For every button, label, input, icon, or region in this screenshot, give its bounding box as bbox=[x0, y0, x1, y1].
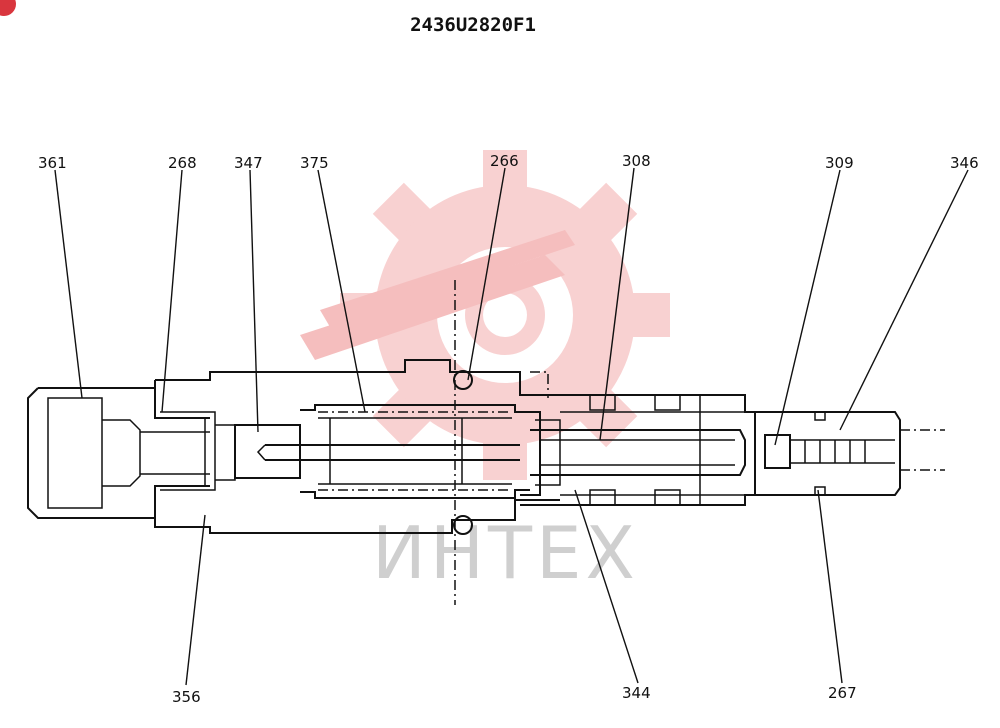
corner-badge bbox=[0, 0, 16, 16]
callout-268: 268 bbox=[168, 154, 197, 172]
watermark-logo bbox=[300, 150, 670, 480]
valve-body bbox=[27, 280, 945, 605]
callout-344: 344 bbox=[622, 684, 651, 702]
callout-267: 267 bbox=[828, 684, 857, 702]
callout-266: 266 bbox=[490, 152, 519, 170]
leader-lines bbox=[54, 167, 969, 686]
callout-356: 356 bbox=[172, 688, 201, 706]
callout-309: 309 bbox=[825, 154, 854, 172]
callout-308: 308 bbox=[622, 152, 651, 170]
watermark-text: ИНТЕХ bbox=[372, 511, 639, 595]
callout-375: 375 bbox=[300, 154, 329, 172]
callout-346: 346 bbox=[950, 154, 979, 172]
callout-361: 361 bbox=[38, 154, 67, 172]
diagram-title: 2436U2820F1 bbox=[410, 14, 536, 36]
callout-347: 347 bbox=[234, 154, 263, 172]
